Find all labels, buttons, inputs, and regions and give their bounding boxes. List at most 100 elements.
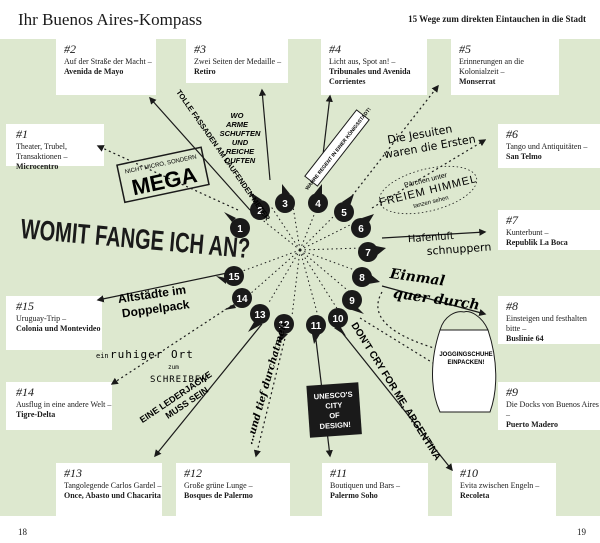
pin-6[interactable] bbox=[351, 214, 374, 238]
einmal-label: Einmal quer durch bbox=[388, 266, 481, 314]
pin-12[interactable] bbox=[274, 314, 294, 344]
page-number-left: 18 bbox=[18, 527, 27, 537]
pin-label: 9 bbox=[349, 296, 355, 307]
card-13[interactable]: #13 Tangolegende Carlos Gardel – Once, A… bbox=[56, 463, 162, 516]
card-place: Once, Abasto und Chacarita bbox=[64, 491, 161, 500]
unesco-badge: UNESCO'S CITY OF DESIGN! bbox=[306, 382, 362, 438]
jogging-bag-icon: JOGGINGSCHUHE EINPACKEN! bbox=[432, 311, 497, 413]
card-14[interactable]: #14 Ausflug in eine andere Welt – Tigre-… bbox=[6, 382, 112, 430]
pin-8[interactable] bbox=[352, 267, 380, 287]
wo-arme-label: WO ARME SCHUFTEN UND REICHE DUFTEN bbox=[220, 111, 261, 165]
card-description: Uruguay-Trip – bbox=[16, 314, 67, 323]
card-number: #7 bbox=[506, 213, 518, 227]
pin-14[interactable] bbox=[224, 288, 252, 310]
svg-text:SCHREIBEN: SCHREIBEN bbox=[150, 375, 208, 385]
svg-text:SCHUFTEN: SCHUFTEN bbox=[220, 129, 261, 138]
card-description: Tango und Antiquitäten – bbox=[506, 142, 588, 151]
pin-13[interactable] bbox=[248, 304, 270, 332]
card-9[interactable]: #9 Die Docks von Buenos Aires – Puerto M… bbox=[498, 382, 600, 430]
card-place: Buslinie 64 bbox=[506, 334, 544, 343]
green-background bbox=[0, 39, 600, 516]
ray-3 bbox=[258, 88, 271, 181]
ray-6 bbox=[371, 139, 487, 209]
card-description: Theater, Trubel, Transaktionen – bbox=[16, 142, 68, 161]
hafenluft-label: Hafenluft schnuppern bbox=[408, 231, 492, 258]
ray-5 bbox=[351, 84, 439, 197]
card-2[interactable]: #2 Auf der Straße der Macht – Avenida de… bbox=[56, 39, 156, 95]
svg-text:ARME: ARME bbox=[225, 120, 249, 129]
pin-9[interactable] bbox=[342, 290, 364, 314]
ray-2 bbox=[149, 96, 251, 211]
ray-14 bbox=[110, 299, 241, 385]
pin-4[interactable] bbox=[308, 184, 328, 213]
card-place: Puerto Madero bbox=[506, 420, 559, 429]
paerchen-label: Pärchen unter FREIEM HIMMEL tanzen sehen bbox=[378, 165, 478, 215]
ray-12 bbox=[253, 333, 287, 458]
card-description: Ausflug in eine andere Welt – bbox=[16, 400, 112, 409]
jesuiten-label: Die Jesuiten waren die Ersten bbox=[383, 122, 477, 161]
card-10[interactable]: #10 Evita zwischen Engeln – Recoleta bbox=[452, 463, 556, 516]
card-description: Erinnerungen an die Kolonialzeit – bbox=[459, 57, 524, 76]
pin-label: 11 bbox=[311, 321, 322, 332]
pin-3[interactable] bbox=[275, 184, 295, 213]
card-15[interactable]: #15 Uruguay-Trip – Colonia und Montevide… bbox=[6, 296, 102, 350]
pin-label: 14 bbox=[236, 294, 248, 305]
pin-label: 6 bbox=[358, 224, 364, 235]
pin-label: 7 bbox=[365, 248, 371, 259]
card-number: #14 bbox=[16, 385, 34, 399]
pin-2[interactable] bbox=[250, 192, 270, 220]
card-place: Monserrat bbox=[459, 77, 496, 86]
svg-text:REICHE: REICHE bbox=[226, 147, 255, 156]
card-description: Große grüne Lunge – bbox=[184, 481, 253, 490]
card-number: #4 bbox=[329, 42, 341, 56]
card-description: Licht aus, Spot an! – bbox=[329, 57, 396, 66]
card-5[interactable]: #5 Erinnerungen an die Kolonialzeit – Mo… bbox=[451, 39, 559, 95]
card-3[interactable]: #3 Zwei Seiten der Medaille – Retiro bbox=[186, 39, 288, 83]
svg-text:JOGGINGSCHUHE: JOGGINGSCHUHE bbox=[439, 352, 492, 358]
page-number-right: 19 bbox=[577, 527, 586, 537]
pin-label: 10 bbox=[332, 314, 344, 325]
card-1[interactable]: #1 Theater, Trubel, Transaktionen – Micr… bbox=[6, 124, 104, 171]
pin-label: 3 bbox=[282, 199, 288, 210]
pin-label: 4 bbox=[315, 199, 321, 210]
pin-label: 12 bbox=[278, 320, 290, 331]
card-7[interactable]: #7 Kunterbunt – Republik La Boca bbox=[498, 210, 600, 250]
card-place: Tribunales und Avenida Corrientes bbox=[329, 67, 411, 86]
ray-8 bbox=[381, 285, 487, 316]
dont-cry-label: DON'T CRY FOR ME, ARGENTINA bbox=[348, 321, 442, 463]
svg-text:EINPACKEN!: EINPACKEN! bbox=[448, 360, 485, 366]
card-number: #12 bbox=[184, 466, 202, 480]
card-11[interactable]: #11 Boutiquen und Bars – Palermo Soho bbox=[322, 463, 428, 516]
card-number: #15 bbox=[16, 299, 34, 313]
card-6[interactable]: #6 Tango und Antiquitäten – San Telmo bbox=[498, 124, 600, 168]
svg-text:schnuppern: schnuppern bbox=[426, 240, 492, 257]
pin-15[interactable] bbox=[216, 266, 244, 286]
tief-label: ...und tief durchatmen bbox=[244, 321, 289, 445]
pin-label: 15 bbox=[228, 272, 240, 283]
card-description: Tangolegende Carlos Gardel – bbox=[64, 481, 162, 490]
ray-7 bbox=[381, 228, 487, 239]
card-number: #8 bbox=[506, 299, 518, 313]
card-place: San Telmo bbox=[506, 152, 542, 161]
ray-10 bbox=[339, 329, 453, 472]
svg-text:DESIGN!: DESIGN! bbox=[319, 420, 351, 431]
card-description: Kunterbunt – bbox=[506, 228, 549, 237]
card-12[interactable]: #12 Große grüne Lunge – Bosques de Paler… bbox=[176, 463, 290, 516]
card-description: Auf der Straße der Macht – bbox=[64, 57, 152, 66]
pin-5[interactable] bbox=[334, 194, 354, 222]
pin-11[interactable] bbox=[306, 315, 326, 344]
mega-badge: NICHT MICRO, SONDERN MEGA bbox=[116, 146, 210, 204]
ruhiger-ort-label: ein ruhiger Ort zum SCHREIBEN bbox=[96, 348, 208, 385]
card-place: Palermo Soho bbox=[330, 491, 378, 500]
pin-1[interactable] bbox=[224, 212, 250, 238]
svg-text:Einmal: Einmal bbox=[388, 266, 446, 290]
card-4[interactable]: #4 Licht aus, Spot an! – Tribunales und … bbox=[321, 39, 427, 95]
pin-10[interactable] bbox=[328, 308, 348, 336]
card-8[interactable]: #8 Einsteigen und festhalten bitte – Bus… bbox=[498, 296, 600, 344]
page-subtitle: 15 Wege zum direkten Eintauchen in die S… bbox=[408, 14, 586, 24]
svg-text:WAHRE REGENT IN EINER KÖNIGSST: WAHRE REGENT IN EINER KÖNIGSSTADT! bbox=[304, 106, 373, 192]
svg-text:zum: zum bbox=[168, 364, 179, 371]
ray-1 bbox=[96, 145, 239, 211]
pin-7[interactable] bbox=[358, 242, 386, 262]
